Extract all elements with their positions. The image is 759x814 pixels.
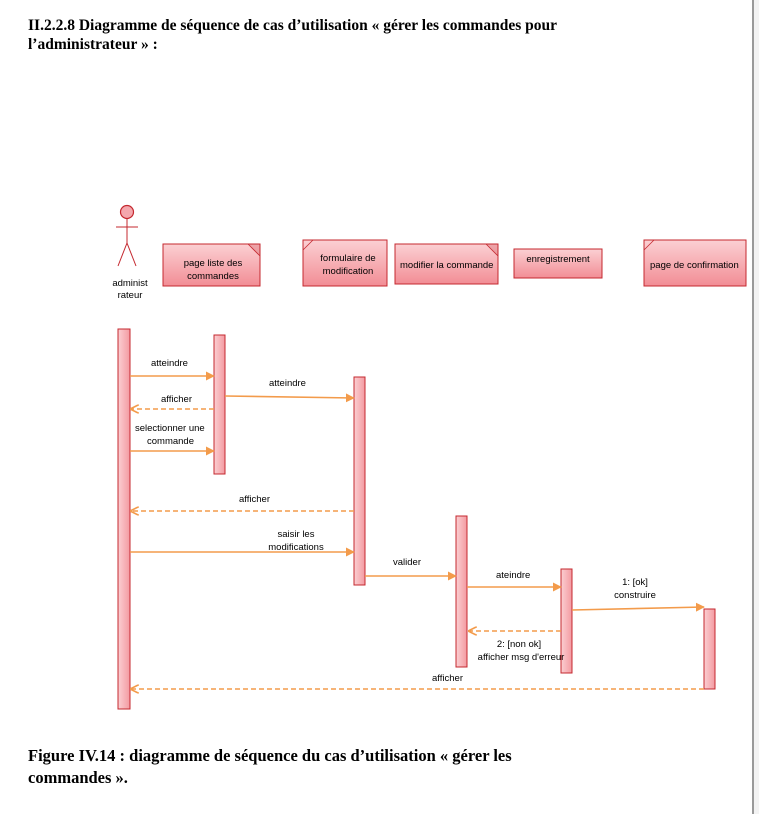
message-erreur-label-line2: afficher msg d'erreur (478, 652, 565, 663)
message-selectionner-label-line2: commande (147, 436, 194, 447)
message-ateindre: ateindre (467, 570, 562, 592)
message-afficher-1-label: afficher (161, 394, 192, 405)
lifeline-modifier-commande: modifier la commande (394, 243, 499, 285)
message-msg-erreur: 2: [non ok] afficher msg d'erreur (469, 631, 564, 663)
lifeline-enregistrement: enregistrement (513, 248, 603, 279)
lifeline-modifier-label: modifier la commande (400, 260, 493, 271)
activation-confirmation (703, 608, 716, 690)
page-margin (752, 0, 759, 814)
lifeline-page-liste-label-line1: page liste des (184, 258, 243, 269)
message-construire: 1: [ok] construire (571, 577, 705, 612)
lifeline-page-liste-label-line2: commandes (187, 271, 239, 282)
message-afficher-1: afficher (131, 394, 214, 409)
activation-enregistrement (560, 568, 573, 674)
message-afficher-3: afficher (131, 673, 704, 689)
message-atteindre-2-label: atteindre (269, 378, 306, 389)
message-ateindre-label: ateindre (496, 570, 530, 581)
lifeline-confirmation-label: page de confirmation (650, 260, 739, 271)
activation-modifier (455, 515, 468, 668)
message-erreur-label-line1: 2: [non ok] (497, 639, 541, 650)
activation-page-liste (213, 334, 226, 475)
lifeline-formulaire-label-line1: formulaire de (320, 253, 375, 264)
lifeline-page-liste-commandes: page liste des commandes (162, 243, 261, 287)
actor-right-leg (126, 242, 137, 267)
section-heading: II.2.2.8 Diagramme de séquence de cas d’… (28, 16, 658, 54)
actor-left-leg (117, 242, 128, 267)
message-selectionner-label-line1: selectionner une (135, 423, 205, 434)
message-construire-label-line2: construire (614, 590, 656, 601)
message-valider: valider (365, 557, 457, 581)
lifeline-formulaire-modification: formulaire de modification (302, 239, 388, 287)
message-selectionner-commande: selectionner une commande (130, 423, 215, 456)
lifeline-formulaire-label-line2: modification (323, 266, 374, 277)
message-afficher-3-label: afficher (432, 673, 463, 684)
message-atteindre-2: atteindre (224, 378, 355, 403)
activation-administrateur (117, 328, 131, 710)
lifeline-page-confirmation: page de confirmation (643, 239, 747, 287)
section-heading-line2: l’administrateur » : (28, 36, 158, 53)
section-heading-line1: II.2.2.8 Diagramme de séquence de cas d’… (28, 17, 557, 34)
message-atteindre-1: atteindre (130, 358, 215, 381)
message-saisir-label-line1: saisir les (278, 529, 315, 540)
message-saisir-modifications: saisir les modifications (130, 529, 355, 557)
figure-caption-line2: commandes ». (28, 768, 128, 787)
actor-administrateur: administ rateur (112, 204, 148, 301)
actor-head-icon (119, 204, 135, 220)
lifeline-enregistrement-label: enregistrement (526, 254, 590, 265)
activation-formulaire (353, 376, 366, 586)
actor-label-line2: rateur (118, 290, 143, 301)
page-edge-line (752, 0, 754, 814)
message-afficher-2: afficher (131, 494, 354, 511)
actor-label-line1: administ (112, 278, 148, 289)
figure-caption: Figure IV.14 : diagramme de séquence du … (28, 745, 658, 789)
message-construire-label-line1: 1: [ok] (622, 577, 648, 588)
message-saisir-label-line2: modifications (268, 542, 324, 553)
figure-caption-line1: Figure IV.14 : diagramme de séquence du … (28, 746, 512, 765)
message-valider-label: valider (393, 557, 421, 568)
message-afficher-2-label: afficher (239, 494, 270, 505)
message-atteindre-1-label: atteindre (151, 358, 188, 369)
